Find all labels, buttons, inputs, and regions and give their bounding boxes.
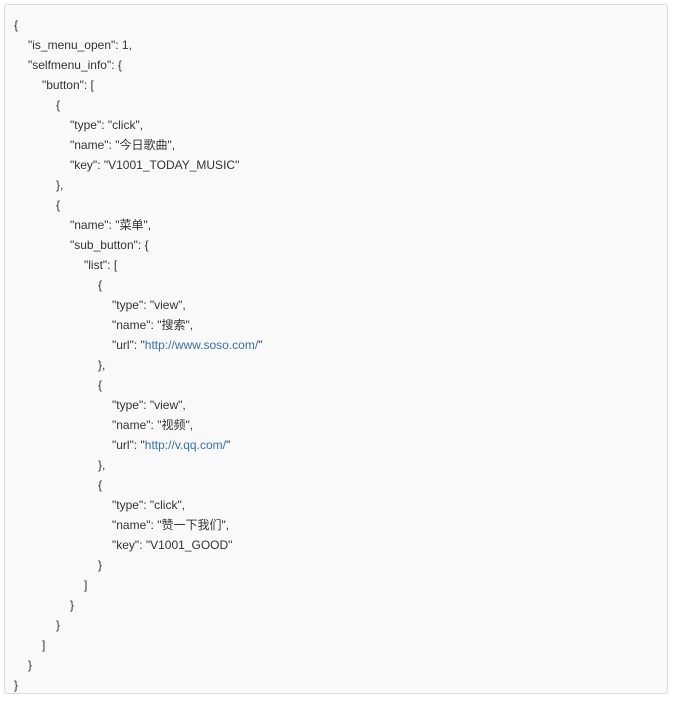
code-text: }, <box>98 358 106 372</box>
code-line: { <box>5 475 667 495</box>
code-text: { <box>56 198 61 212</box>
code-text: " <box>225 438 231 452</box>
code-line: "button": [ <box>5 75 667 95</box>
url-link[interactable]: http://v.qq.com/ <box>144 438 226 452</box>
code-text: { <box>98 378 103 392</box>
code-text: { <box>98 278 103 292</box>
code-text: "button": [ <box>42 78 94 92</box>
code-line: "type": "click", <box>5 495 667 515</box>
code-line: { <box>5 15 667 35</box>
code-line: "name": "搜索", <box>5 315 667 335</box>
code-lines: { "is_menu_open": 1, "selfmenu_info": { "bu… <box>5 15 667 695</box>
code-line: } <box>5 675 667 695</box>
code-text: } <box>28 658 33 672</box>
code-line: "url": "http://v.qq.com/" <box>5 435 667 455</box>
code-line: } <box>5 615 667 635</box>
code-text: "name": "赞一下我们", <box>112 518 230 532</box>
code-text: "name": "今日歌曲", <box>70 138 176 152</box>
code-line: { <box>5 195 667 215</box>
code-line: "name": "赞一下我们", <box>5 515 667 535</box>
code-text: "type": "click", <box>70 118 144 132</box>
code-text: { <box>98 478 103 492</box>
code-block: { "is_menu_open": 1, "selfmenu_info": { "bu… <box>4 4 668 694</box>
code-text: "selfmenu_info": { <box>28 58 122 72</box>
code-line: "list": [ <box>5 255 667 275</box>
code-line: { <box>5 95 667 115</box>
code-line: "is_menu_open": 1, <box>5 35 667 55</box>
code-line: }, <box>5 455 667 475</box>
code-text: "name": "菜单", <box>70 218 152 232</box>
code-text: } <box>98 558 103 572</box>
code-line: }, <box>5 175 667 195</box>
code-line: "type": "view", <box>5 295 667 315</box>
url-link[interactable]: http://www.soso.com/ <box>144 338 259 352</box>
code-line: { <box>5 375 667 395</box>
code-line: ] <box>5 635 667 655</box>
code-line: "name": "菜单", <box>5 215 667 235</box>
code-text: "list": [ <box>84 258 118 272</box>
code-line: }, <box>5 355 667 375</box>
code-text: "key": "V1001_GOOD" <box>112 538 233 552</box>
code-text: } <box>14 678 19 692</box>
code-line: } <box>5 655 667 675</box>
code-text: "sub_button": { <box>70 238 149 252</box>
code-line: "name": "今日歌曲", <box>5 135 667 155</box>
code-text: "name": "搜索", <box>112 318 194 332</box>
code-text: }, <box>98 458 106 472</box>
code-line: "selfmenu_info": { <box>5 55 667 75</box>
code-text: { <box>14 18 19 32</box>
code-text: ] <box>42 638 46 652</box>
code-line: "type": "click", <box>5 115 667 135</box>
code-text: "url": " <box>112 438 145 452</box>
code-text: }, <box>56 178 64 192</box>
code-text: "type": "click", <box>112 498 186 512</box>
code-text: " <box>258 338 263 352</box>
code-text: "type": "view", <box>112 298 186 312</box>
code-text: "is_menu_open": 1, <box>28 38 132 52</box>
code-text: } <box>70 598 75 612</box>
code-line: } <box>5 555 667 575</box>
code-line: "type": "view", <box>5 395 667 415</box>
code-text: "type": "view", <box>112 398 186 412</box>
code-line: } <box>5 595 667 615</box>
code-text: { <box>56 98 61 112</box>
code-line: "key": "V1001_TODAY_MUSIC" <box>5 155 667 175</box>
code-line: { <box>5 275 667 295</box>
code-text: "url": " <box>112 338 145 352</box>
code-text: "key": "V1001_TODAY_MUSIC" <box>70 158 240 172</box>
code-line: "url": "http://www.soso.com/" <box>5 335 667 355</box>
code-text: "name": "视频", <box>112 418 194 432</box>
code-line: "sub_button": { <box>5 235 667 255</box>
code-line: "name": "视频", <box>5 415 667 435</box>
code-line: "key": "V1001_GOOD" <box>5 535 667 555</box>
code-text: ] <box>84 578 88 592</box>
code-line: ] <box>5 575 667 595</box>
code-text: } <box>56 618 61 632</box>
